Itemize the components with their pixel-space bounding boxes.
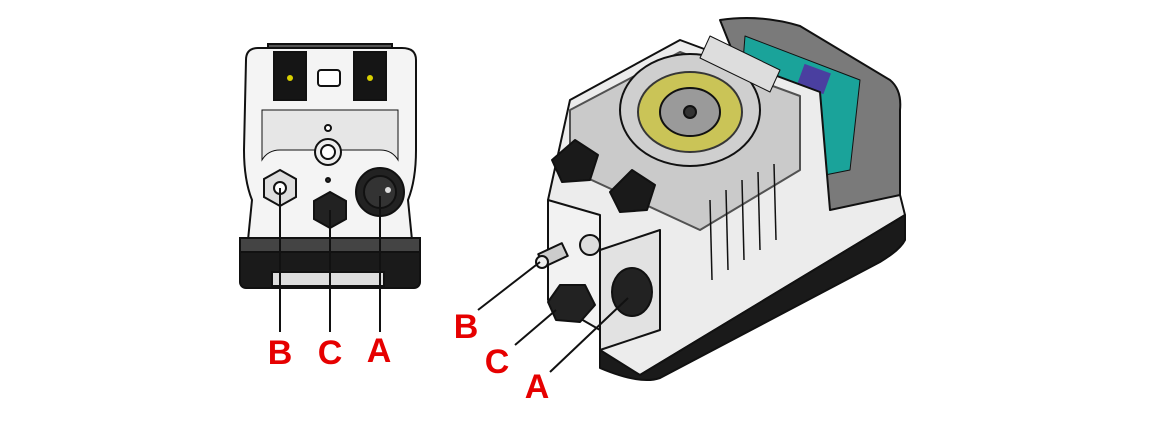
- tube-clamp-right: [609, 169, 656, 213]
- iso-connector-b: [535, 242, 569, 269]
- iso-label-c: C: [485, 343, 510, 381]
- iso-connector-c: [547, 284, 596, 323]
- front-view-pump: [239, 43, 421, 332]
- iso-view-pump: [477, 17, 906, 381]
- tube-clamp-left: [551, 139, 599, 183]
- front-label-a: A: [367, 332, 392, 370]
- front-label-b: B: [268, 334, 293, 372]
- left-clip: [273, 51, 307, 101]
- front-label-c: C: [318, 334, 343, 372]
- iso-label-a: A: [525, 368, 550, 406]
- iso-label-b: B: [454, 308, 479, 346]
- right-clip: [353, 51, 387, 101]
